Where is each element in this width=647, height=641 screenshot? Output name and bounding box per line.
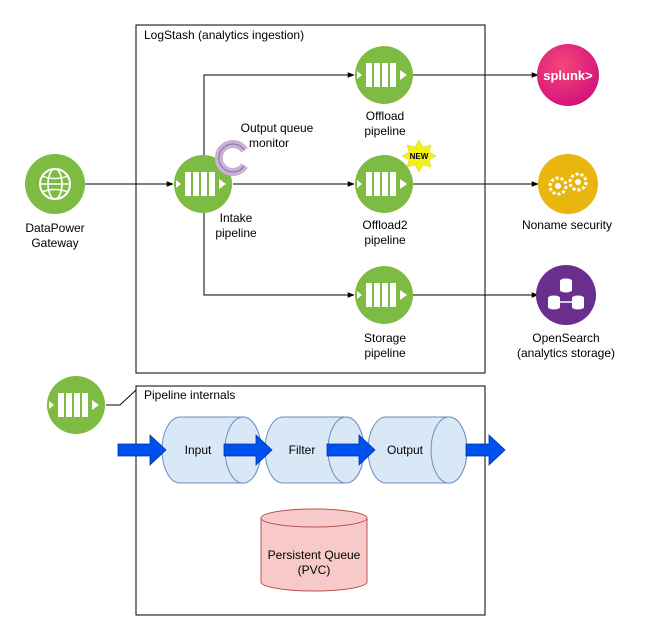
datapower-label-2: Gateway [31,236,78,250]
offload-label-1: Offload [366,109,404,123]
edge-intake-offload [203,72,355,155]
internals-container [135,385,486,616]
opensearch-label-2: (analytics storage) [517,346,615,360]
monitor-label-1: Output queue [241,121,314,135]
offload2-pipeline-node: NEW Offload2 pipeline [355,139,437,247]
offload2-label-2: pipeline [364,233,406,247]
output-label: Output [387,443,424,457]
intake-label-2: pipeline [215,226,257,240]
gears-icon [538,154,598,214]
filter-label: Filter [289,443,316,457]
internals-pipeline-icon [47,376,105,434]
flow-arrow [117,434,167,466]
flow-arrow [326,434,376,466]
flow-arrow [465,434,506,466]
output-queue-monitor-node: Output queue monitor [214,121,314,176]
edge-internals-link [106,389,137,406]
svg-text:splunk>: splunk> [543,68,593,83]
internals-flow-arrows [117,434,506,466]
opensearch-label-1: OpenSearch [532,331,599,345]
intake-label-1: Intake [220,211,253,225]
offload-pipeline-node: Offload pipeline [355,46,413,138]
edge-intake-storage [203,213,355,298]
queue-label-2: (PVC) [298,563,331,577]
datapower-gateway-node: DataPower Gateway [25,154,85,250]
connectors [84,72,539,406]
new-badge: NEW [401,139,437,173]
opensearch-node: OpenSearch (analytics storage) [517,265,615,360]
internals-title: Pipeline internals [144,388,235,402]
persistent-queue-node: Persistent Queue (PVC) [260,508,368,592]
splunk-node: splunk> [537,44,599,106]
datapower-label-1: DataPower [25,221,84,235]
flow-arrow [223,434,273,466]
output-stage: Output [367,416,468,484]
storage-label-1: Storage [364,331,406,345]
noname-label: Noname security [522,218,612,232]
storage-label-2: pipeline [364,346,406,360]
storage-pipeline-node: Storage pipeline [355,266,413,360]
svg-text:NEW: NEW [410,152,429,161]
noname-security-node: Noname security [522,154,612,232]
offload2-label-1: Offload2 [362,218,407,232]
splunk-logo [537,44,599,106]
queue-label-1: Persistent Queue [268,548,361,562]
offload-label-2: pipeline [364,124,406,138]
database-icon [536,265,596,325]
monitor-label-2: monitor [249,136,289,150]
intake-pipeline-node: Intake pipeline [174,155,257,240]
starburst-icon [401,139,437,173]
logstash-container [135,24,486,374]
input-label: Input [185,443,212,457]
logstash-title: LogStash (analytics ingestion) [144,28,304,42]
